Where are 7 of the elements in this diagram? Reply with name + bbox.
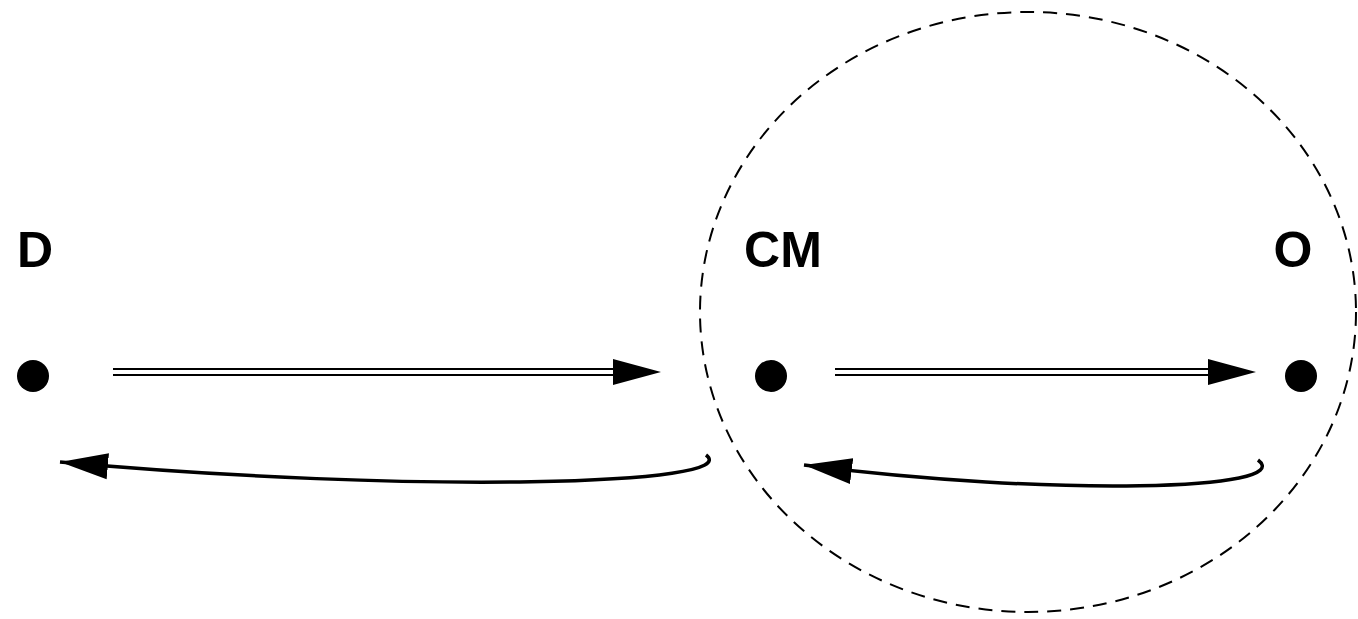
node-label: CM bbox=[744, 225, 822, 275]
curved-arrow bbox=[803, 457, 1263, 488]
curved-arrow bbox=[59, 452, 710, 484]
double-line-arrow bbox=[835, 359, 1256, 385]
node-label: D bbox=[16, 225, 54, 275]
node-label: O bbox=[1273, 225, 1313, 275]
double-line-arrow bbox=[113, 359, 661, 385]
